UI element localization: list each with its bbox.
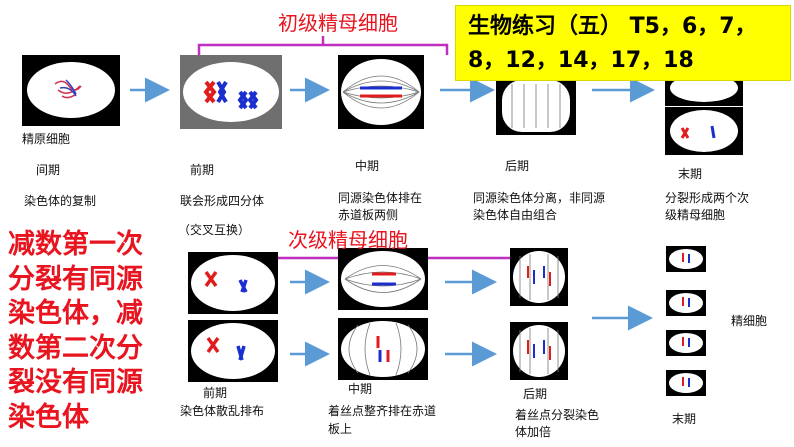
prophase1-label: 前期 xyxy=(190,163,215,177)
prophase2-cell-top xyxy=(188,252,278,314)
anaphase2-desc-2: 体加倍 xyxy=(515,425,552,439)
anaphase1-label: 后期 xyxy=(505,159,530,173)
telophase1-desc-2: 级精母细胞 xyxy=(665,208,726,222)
secondary-oocyte-label: 次级精母细胞 xyxy=(288,228,408,252)
spermatogonium-label: 精原细胞 xyxy=(22,132,71,146)
primary-oocyte-label: 初级精母细胞 xyxy=(278,11,398,35)
prophase2-desc: 染色体散乱排布 xyxy=(180,404,265,418)
summary-line: 染色体 xyxy=(8,401,89,433)
metaphase1-label: 中期 xyxy=(355,159,380,173)
metaphase1-desc-2: 赤道板两侧 xyxy=(338,208,399,222)
metaphase2-cell-bottom xyxy=(338,318,428,380)
anaphase2-label: 后期 xyxy=(523,387,548,401)
metaphase2-desc-1: 着丝点整齐排在赤道 xyxy=(328,404,437,418)
anaphase1-desc-1: 同源染色体分离，非同源 xyxy=(473,191,606,205)
summary-line: 分裂有同源 xyxy=(8,263,143,295)
prophase2-label: 前期 xyxy=(203,386,228,400)
sperm-cells xyxy=(666,246,706,396)
interphase-label: 间期 xyxy=(36,163,61,177)
anaphase2-desc-1: 着丝点分裂染色 xyxy=(515,408,600,422)
anaphase1-desc-2: 染色体自由组合 xyxy=(473,208,558,222)
anaphase2-cell-top xyxy=(510,248,568,306)
summary-line: 染色体，减 xyxy=(8,298,143,330)
telophase2-label: 末期 xyxy=(672,412,697,426)
prophase1-desc: 联会形成四分体 xyxy=(180,194,265,208)
prophase1-note: （交叉互换） xyxy=(178,223,251,237)
metaphase2-cell-top xyxy=(338,248,428,310)
summary-text: 减数第一次 分裂有同源 染色体，减 数第二次分 裂没有同源 染色体 xyxy=(8,228,178,435)
anaphase2-cell-bottom xyxy=(510,322,568,380)
prophase1-cell xyxy=(180,55,282,129)
metaphase1-desc-1: 同源染色体排在 xyxy=(338,191,423,205)
anaphase1-cell xyxy=(496,78,576,135)
sperm-cell-label: 精细胞 xyxy=(731,314,768,328)
prophase2-cell-bottom xyxy=(188,320,278,382)
page-title: 生物练习（五） T5，6，7，8，12，14，17，18 xyxy=(468,14,757,74)
interphase-desc: 染色体的复制 xyxy=(24,194,97,208)
spermatogonium-cell xyxy=(22,55,120,126)
telophase1-cells xyxy=(665,74,743,155)
summary-line: 数第二次分 xyxy=(8,332,143,364)
title-box: 生物练习（五） T5，6，7，8，12，14，17，18 xyxy=(455,5,791,81)
metaphase2-desc-2: 板上 xyxy=(328,422,353,436)
metaphase1-cell xyxy=(338,55,424,129)
summary-line: 裂没有同源 xyxy=(8,367,143,399)
metaphase2-label: 中期 xyxy=(348,382,373,396)
telophase1-label: 末期 xyxy=(678,167,703,181)
bracket-primary xyxy=(197,36,449,55)
telophase1-desc-1: 分裂形成两个次 xyxy=(665,191,750,205)
summary-line: 减数第一次 xyxy=(8,229,143,260)
